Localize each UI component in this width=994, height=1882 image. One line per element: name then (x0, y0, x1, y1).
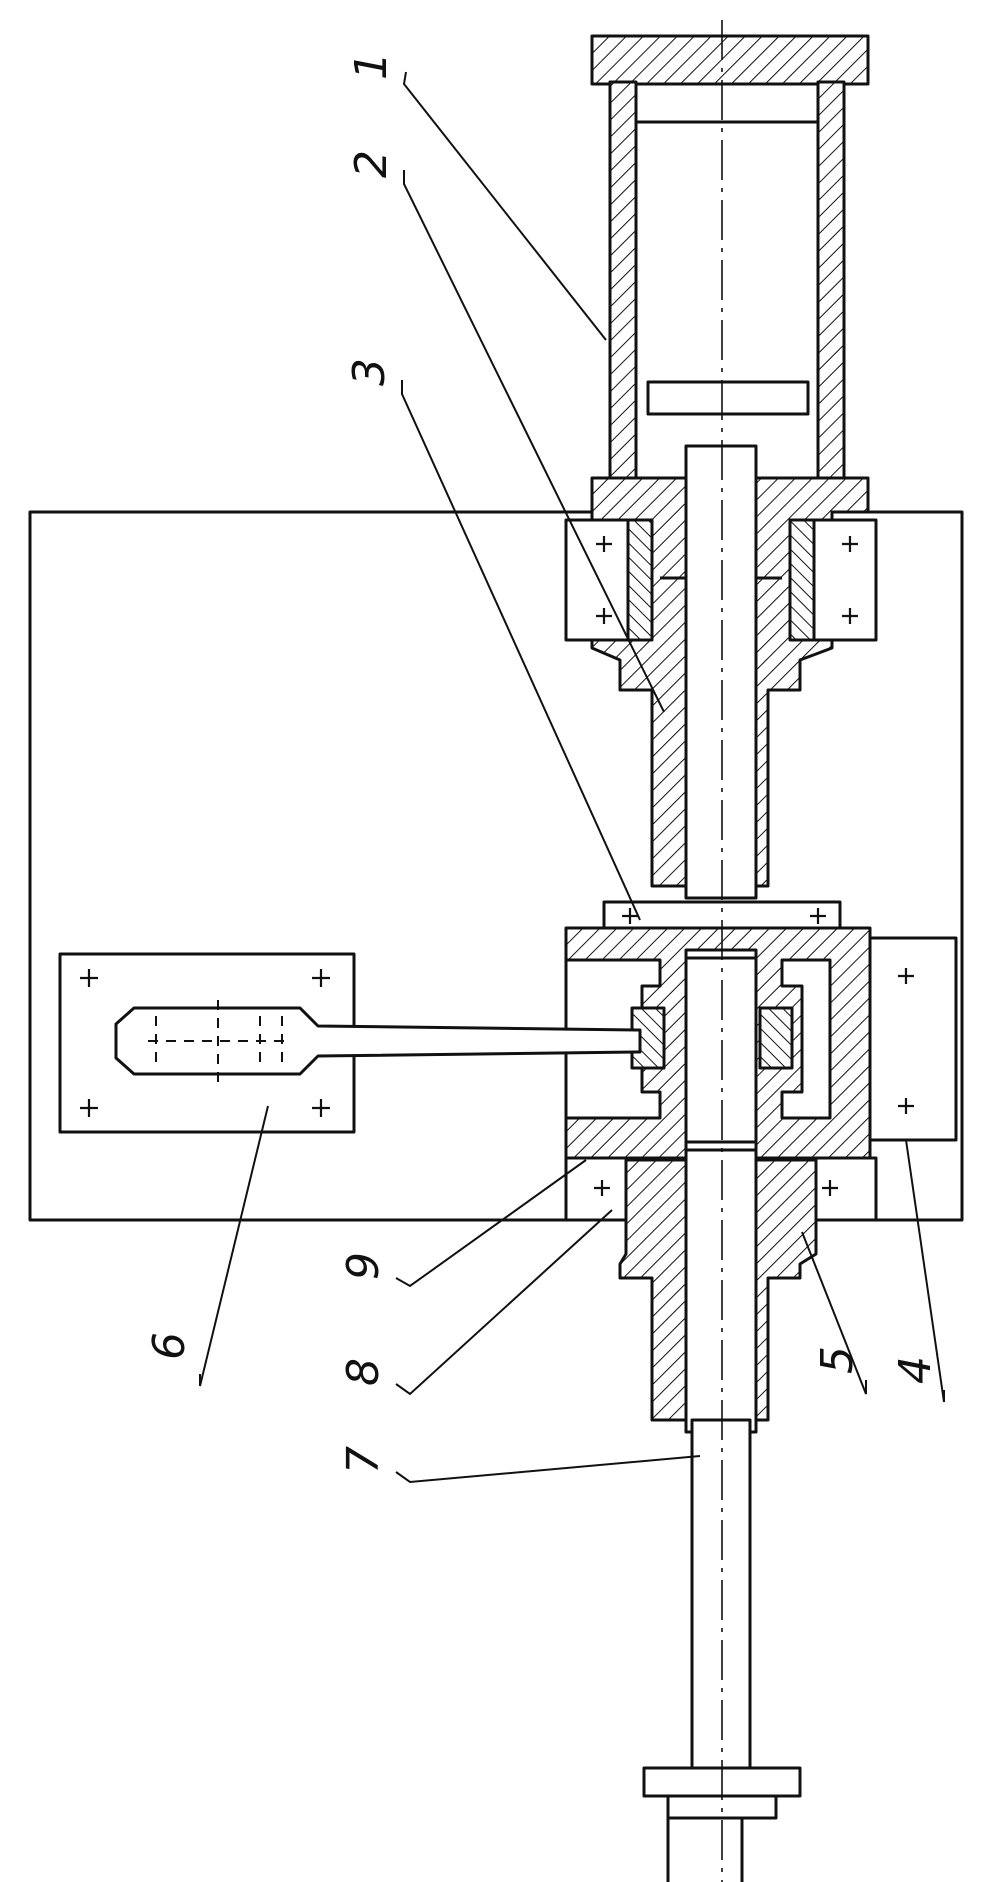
leader-7 (395, 1455, 701, 1484)
cylinder-right-wall (816, 80, 846, 480)
label-2: 2 (346, 150, 397, 178)
cylinder-left-wall (608, 80, 638, 480)
shaft (690, 1418, 752, 1770)
leader-4 (905, 1139, 945, 1403)
rear-block-right-hatch (788, 518, 816, 642)
nut-right (758, 1006, 794, 1070)
label-6: 6 (144, 1332, 195, 1360)
side-block-part-4 (868, 936, 958, 1142)
label-9: 9 (338, 1252, 389, 1280)
label-5: 5 (812, 1346, 863, 1374)
leader-1 (402, 71, 607, 341)
leader-2 (403, 170, 665, 713)
front-housing-bore (684, 1148, 758, 1434)
label-3: 3 (344, 358, 395, 386)
leader-5 (801, 1231, 867, 1395)
t-slot-right (780, 958, 832, 1120)
knob-grip (666, 1816, 744, 1882)
cylinder-end-cap (590, 34, 870, 86)
leader-9 (395, 1159, 587, 1288)
piston (646, 380, 810, 416)
rear-housing-bore (684, 444, 758, 900)
leader-3 (401, 380, 641, 921)
label-7: 7 (338, 1446, 389, 1474)
label-4: 4 (890, 1356, 941, 1384)
lever-handle (114, 1006, 642, 1076)
label-1: 1 (346, 52, 397, 80)
label-8: 8 (338, 1358, 389, 1386)
leader-8 (395, 1209, 613, 1396)
rear-block-left-hatch (626, 518, 654, 642)
screw-core (684, 948, 758, 1152)
leader-6 (199, 1105, 269, 1387)
